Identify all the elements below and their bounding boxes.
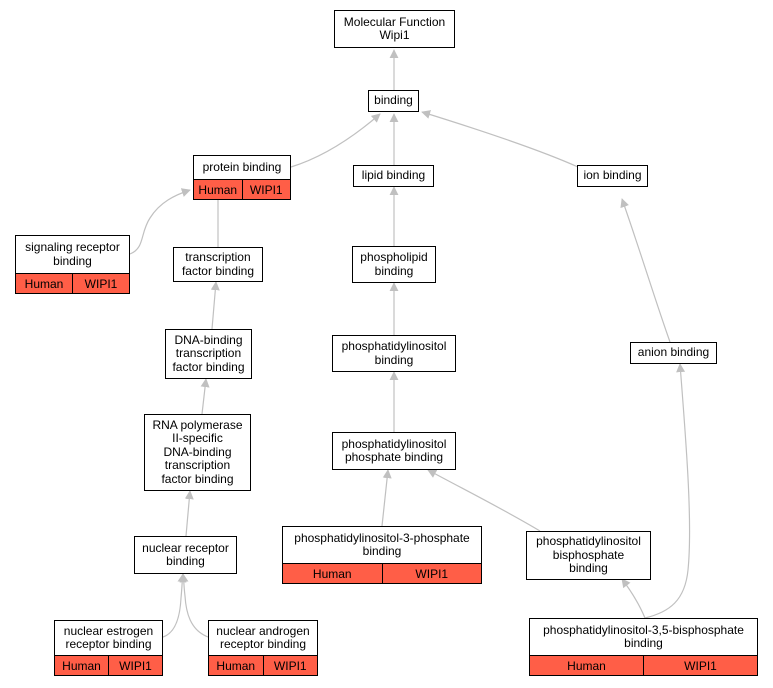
- node-label: anion binding: [637, 345, 710, 360]
- node-pi3p-binding[interactable]: phosphatidylinositol-3-phosphate binding…: [282, 526, 482, 584]
- node-annotation-row: Human WIPI1: [530, 655, 757, 675]
- node-label: phosphatidylinositol-3-phosphate binding: [294, 530, 470, 558]
- node-molecular-function-root[interactable]: Molecular Function Wipi1: [334, 10, 455, 48]
- node-label: protein binding: [202, 159, 282, 174]
- node-annotation-row: Human WIPI1: [55, 655, 162, 675]
- node-dna-binding-tf-binding[interactable]: DNA-binding transcription factor binding: [165, 329, 252, 379]
- node-label: transcription factor binding: [181, 250, 255, 278]
- node-label: nuclear receptor binding: [142, 540, 229, 568]
- gene-tag: WIPI1: [262, 656, 318, 675]
- gene-tag: WIPI1: [241, 180, 291, 199]
- edge-pi35p2-to-anion: [644, 363, 691, 619]
- node-label: phosphatidylinositol phosphate binding: [341, 436, 447, 464]
- node-label: phospholipid binding: [360, 250, 428, 278]
- node-annotation-row: Human WIPI1: [16, 273, 129, 293]
- edge-signaling-receptor-to-protein-binding: [129, 188, 191, 255]
- node-protein-binding[interactable]: protein binding Human WIPI1: [193, 155, 291, 200]
- node-nuclear-receptor-binding[interactable]: nuclear receptor binding: [134, 536, 237, 574]
- node-label: nuclear androgen receptor binding: [216, 623, 310, 651]
- node-ion-binding[interactable]: ion binding: [577, 165, 648, 187]
- node-nuclear-androgen-receptor-binding[interactable]: nuclear androgen receptor binding Human …: [208, 620, 318, 676]
- gene-tag: WIPI1: [643, 656, 757, 675]
- node-label: DNA-binding transcription factor binding: [172, 332, 245, 374]
- node-annotation-row: Human WIPI1: [194, 179, 290, 199]
- node-binding[interactable]: binding: [368, 90, 419, 112]
- gene-tag: WIPI1: [108, 656, 162, 675]
- node-anion-binding[interactable]: anion binding: [630, 342, 717, 364]
- node-label: nuclear estrogen receptor binding: [63, 623, 154, 651]
- node-nuclear-estrogen-receptor-binding[interactable]: nuclear estrogen receptor binding Human …: [54, 620, 163, 676]
- species-tag: Human: [198, 182, 238, 197]
- node-rnap2-tf-binding[interactable]: RNA polymerase II-specific DNA-binding t…: [144, 414, 251, 491]
- edge-anion-to-ion-binding: [620, 198, 671, 343]
- node-label: phosphatidylinositol bisphosphate bindin…: [536, 534, 641, 576]
- edge-protein-binding-to-binding: [290, 113, 381, 168]
- node-label: Molecular Function Wipi1: [343, 14, 446, 42]
- node-phosphatidylinositol-binding[interactable]: phosphatidylinositol binding: [332, 335, 456, 372]
- gene-tag: WIPI1: [72, 274, 129, 293]
- node-pi35p2-binding[interactable]: phosphatidylinositol-3,5-bisphosphate bi…: [529, 618, 758, 676]
- edge-ion-binding-to-binding: [421, 110, 579, 168]
- edge-nuclear-receptor-to-rnap2-tf: [184, 490, 194, 537]
- node-transcription-factor-binding[interactable]: transcription factor binding: [173, 247, 263, 282]
- species-tag: Human: [312, 566, 352, 581]
- node-pip2-binding[interactable]: phosphatidylinositol bisphosphate bindin…: [526, 531, 651, 580]
- species-tag: Human: [216, 658, 256, 673]
- node-label: RNA polymerase II-specific DNA-binding t…: [152, 417, 243, 486]
- node-label: phosphatidylinositol-3,5-bisphosphate bi…: [543, 622, 744, 650]
- edge-estrogen-to-nuclear-receptor: [162, 573, 187, 638]
- node-lipid-binding[interactable]: lipid binding: [353, 165, 434, 187]
- species-tag: Human: [24, 276, 64, 291]
- node-annotation-row: Human WIPI1: [209, 655, 317, 675]
- node-signaling-receptor-binding[interactable]: signaling receptor binding Human WIPI1: [15, 235, 130, 294]
- node-phosphatidylinositol-phosphate-binding[interactable]: phosphatidylinositol phosphate binding: [332, 432, 456, 470]
- edge-pi3p-to-pip: [381, 469, 392, 527]
- node-phospholipid-binding[interactable]: phospholipid binding: [352, 246, 436, 283]
- species-tag: Human: [567, 658, 606, 673]
- node-label: binding: [374, 93, 413, 108]
- species-tag: Human: [62, 658, 101, 673]
- node-label: phosphatidylinositol binding: [341, 339, 447, 367]
- gene-tag: WIPI1: [381, 564, 482, 583]
- edge-dna-tf-to-tf-binding: [210, 281, 220, 330]
- node-label: signaling receptor binding: [25, 240, 120, 268]
- edge-rnap2-tf-to-dna-tf: [200, 378, 210, 415]
- node-label: lipid binding: [361, 168, 426, 183]
- edge-pi35p2-to-pip2: [621, 578, 646, 619]
- edge-pip2-to-pip: [427, 469, 541, 532]
- node-label: ion binding: [583, 168, 642, 183]
- node-annotation-row: Human WIPI1: [283, 563, 481, 583]
- edge-androgen-to-nuclear-receptor: [179, 573, 209, 638]
